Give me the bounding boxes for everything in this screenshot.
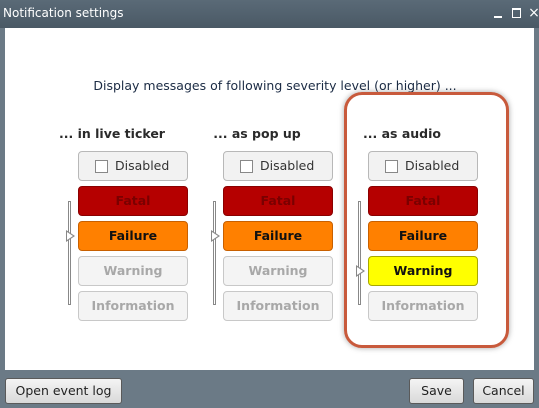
- audio-level-information[interactable]: Information: [368, 291, 478, 321]
- audio-level-fatal[interactable]: Fatal: [368, 186, 478, 216]
- column-title-live-ticker: ... in live ticker: [59, 126, 165, 141]
- audio-level-failure[interactable]: Failure: [368, 221, 478, 251]
- audio-level-warning[interactable]: Warning: [368, 256, 478, 286]
- live-ticker-disabled-checkbox[interactable]: Disabled: [78, 151, 188, 181]
- pop-up-level-failure[interactable]: Failure: [223, 221, 333, 251]
- checkbox-icon: [95, 160, 108, 173]
- pop-up-disabled-checkbox[interactable]: Disabled: [223, 151, 333, 181]
- open-event-log-button[interactable]: Open event log: [5, 378, 122, 404]
- checkbox-icon: [240, 160, 253, 173]
- cancel-button[interactable]: Cancel: [473, 378, 534, 404]
- checkbox-label: Disabled: [115, 158, 170, 173]
- audio-column-highlight: [344, 92, 509, 348]
- dialog-content: Display messages of following severity l…: [5, 28, 534, 370]
- maximize-icon[interactable]: [509, 5, 525, 21]
- close-icon[interactable]: ×: [528, 5, 539, 21]
- live-ticker-level-warning[interactable]: Warning: [78, 256, 188, 286]
- pop-up-level-warning[interactable]: Warning: [223, 256, 333, 286]
- column-title-pop-up: ... as pop up: [213, 126, 301, 141]
- live-ticker-level-fatal[interactable]: Fatal: [78, 186, 188, 216]
- title-bar: Notification settings ×: [0, 0, 539, 28]
- pop-up-level-information[interactable]: Information: [223, 291, 333, 321]
- live-ticker-level-information[interactable]: Information: [78, 291, 188, 321]
- live-ticker-slider-track[interactable]: [68, 201, 71, 305]
- minimize-icon[interactable]: [490, 5, 506, 21]
- pop-up-slider-track[interactable]: [213, 201, 216, 305]
- checkbox-label: Disabled: [405, 158, 460, 173]
- column-title-audio: ... as audio: [363, 126, 441, 141]
- headline: Display messages of following severity l…: [93, 78, 457, 93]
- live-ticker-slider-thumb[interactable]: [66, 230, 75, 242]
- window-title: Notification settings: [3, 6, 124, 20]
- audio-disabled-checkbox[interactable]: Disabled: [368, 151, 478, 181]
- pop-up-level-fatal[interactable]: Fatal: [223, 186, 333, 216]
- pop-up-slider-thumb[interactable]: [211, 230, 220, 242]
- checkbox-label: Disabled: [260, 158, 315, 173]
- checkbox-icon: [385, 160, 398, 173]
- live-ticker-level-failure[interactable]: Failure: [78, 221, 188, 251]
- audio-slider-track[interactable]: [358, 201, 361, 305]
- save-button[interactable]: Save: [409, 378, 464, 404]
- audio-slider-thumb[interactable]: [356, 265, 365, 277]
